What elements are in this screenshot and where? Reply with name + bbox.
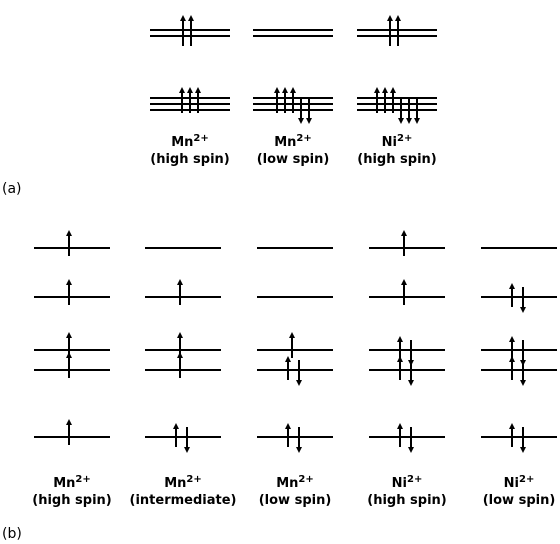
spin-up-arrowhead xyxy=(509,423,515,429)
part-a-ion-label: Ni2+ xyxy=(382,133,413,150)
part-a-spin-label: (high spin) xyxy=(150,152,229,167)
spin-down-arrowhead xyxy=(520,447,526,453)
part-b-ion-label: Mn2+ xyxy=(53,474,91,491)
spin-up-arrowhead xyxy=(401,230,407,236)
part-b-spin-label: (low spin) xyxy=(483,493,556,508)
spin-down-arrowhead xyxy=(296,447,302,453)
spin-up-arrowhead xyxy=(509,356,515,362)
part-b-column-3: Mn2+ (low spin) xyxy=(257,247,333,508)
spin-up-arrowhead xyxy=(274,87,280,93)
spin-down-arrowhead xyxy=(414,118,420,124)
spin-down-arrowhead xyxy=(398,118,404,124)
spin-down-arrowhead xyxy=(296,380,302,386)
part-b-column-1: Mn2+ (high spin) xyxy=(32,230,112,508)
spin-down-arrowhead xyxy=(306,118,312,124)
spin-up-arrowhead xyxy=(188,15,194,21)
part-b-ion-label: Mn2+ xyxy=(164,474,202,491)
part-b-ion-label: Ni2+ xyxy=(504,474,535,491)
part-b-spin-label: (high spin) xyxy=(367,493,446,508)
spin-up-arrowhead xyxy=(387,15,393,21)
spin-up-arrowhead xyxy=(66,332,72,338)
spin-down-arrowhead xyxy=(520,380,526,386)
spin-up-arrowhead xyxy=(66,352,72,358)
part-a-spin-label: (high spin) xyxy=(357,152,436,167)
spin-up-arrowhead xyxy=(179,87,185,93)
part-b-ion-label: Ni2+ xyxy=(392,474,423,491)
spin-down-arrowhead xyxy=(408,380,414,386)
part-b-column-5: Ni2+ (low spin) xyxy=(481,247,557,508)
spin-up-arrowhead xyxy=(390,87,396,93)
part-a-ion-label: Mn2+ xyxy=(171,133,209,150)
part-b-column-4: Ni2+ (high spin) xyxy=(367,230,447,508)
spin-up-arrowhead xyxy=(180,15,186,21)
spin-up-arrowhead xyxy=(66,279,72,285)
part-a-ion-label: Mn2+ xyxy=(274,133,312,150)
spin-down-arrowhead xyxy=(408,447,414,453)
part-b-column-2: Mn2+ (intermediate) xyxy=(130,247,237,508)
spin-up-arrowhead xyxy=(285,356,291,362)
spin-up-arrowhead xyxy=(397,423,403,429)
spin-up-arrowhead xyxy=(509,283,515,289)
spin-up-arrowhead xyxy=(177,332,183,338)
spin-down-arrowhead xyxy=(184,447,190,453)
part-a-spin-label: (low spin) xyxy=(257,152,330,167)
spin-up-arrowhead xyxy=(382,87,388,93)
spin-up-arrowhead xyxy=(397,336,403,342)
spin-up-arrowhead xyxy=(290,87,296,93)
part-a-column-3: Ni2+ (high spin) xyxy=(357,15,437,167)
spin-up-arrowhead xyxy=(177,279,183,285)
spin-up-arrowhead xyxy=(177,352,183,358)
spin-down-arrowhead xyxy=(520,307,526,313)
spin-up-arrowhead xyxy=(395,15,401,21)
spin-up-arrowhead xyxy=(509,336,515,342)
part-b-spin-label: (low spin) xyxy=(259,493,332,508)
part-b-diagram: Mn2+ (high spin) Mn2+ (intermediate) Mn2+ (lo… xyxy=(32,230,557,508)
spin-up-arrowhead xyxy=(187,87,193,93)
spin-up-arrowhead xyxy=(173,423,179,429)
spin-up-arrowhead xyxy=(401,279,407,285)
spin-up-arrowhead xyxy=(282,87,288,93)
part-a-label: (a) xyxy=(2,181,22,197)
spin-down-arrowhead xyxy=(406,118,412,124)
spin-up-arrowhead xyxy=(285,423,291,429)
spin-up-arrowhead xyxy=(397,356,403,362)
part-b-spin-label: (intermediate) xyxy=(130,493,237,508)
spin-up-arrowhead xyxy=(66,230,72,236)
spin-up-arrowhead xyxy=(66,419,72,425)
part-b-label: (b) xyxy=(2,526,22,542)
part-b-ion-label: Mn2+ xyxy=(276,474,314,491)
part-a-diagram: Mn2+ (high spin) Mn2+ (low spin) Ni2+ (high s… xyxy=(150,15,437,167)
spin-up-arrowhead xyxy=(374,87,380,93)
spin-down-arrowhead xyxy=(298,118,304,124)
part-a-column-2: Mn2+ (low spin) xyxy=(253,29,333,167)
part-a-column-1: Mn2+ (high spin) xyxy=(150,15,230,167)
part-b-spin-label: (high spin) xyxy=(32,493,111,508)
spin-up-arrowhead xyxy=(289,332,295,338)
spin-up-arrowhead xyxy=(195,87,201,93)
